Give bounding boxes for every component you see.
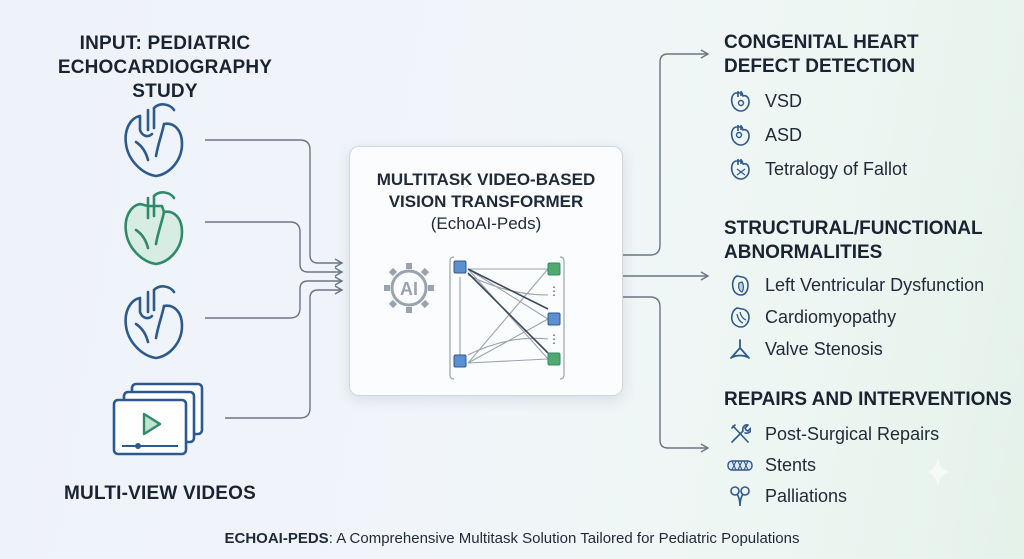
ai-gear-icon: AI <box>384 263 434 313</box>
valve-icon <box>727 337 753 361</box>
shunt-icon <box>727 484 753 508</box>
node-green <box>547 262 561 276</box>
sparkle-icon <box>926 458 950 486</box>
list-item-stents: Stents <box>727 453 816 477</box>
heart-icon <box>727 89 753 113</box>
list-item-valve-stenosis: Valve Stenosis <box>727 337 883 361</box>
list-item-palliations: Palliations <box>727 484 847 508</box>
list-item-post-surgical: Post-Surgical Repairs <box>727 422 939 446</box>
list-item-vsd: VSD <box>727 89 802 113</box>
videos-label: MULTI-VIEW VIDEOS <box>64 483 256 504</box>
input-title: INPUT: PEDIATRIC ECHOCARDIOGRAPHY STUDY <box>57 33 273 102</box>
stent-icon <box>727 453 753 477</box>
section-heading-repairs: REPAIRS AND INTERVENTIONS <box>724 389 1012 410</box>
model-card: MULTITASK VIDEO-BASED VISION TRANSFORMER… <box>349 146 623 396</box>
list-item-lv-dysfunction: Left Ventricular Dysfunction <box>727 273 984 297</box>
wire-heart-3 <box>205 276 344 319</box>
section-heading-structural: STRUCTURAL/FUNCTIONAL ABNORMALITIES <box>724 218 983 263</box>
wire-heart-1 <box>205 139 344 268</box>
section-heading-chd: CONGENITAL HEART DEFECT DETECTION <box>724 32 919 77</box>
list-item-tof: Tetralogy of Fallot <box>727 157 907 181</box>
node-blue <box>453 260 467 274</box>
list-item-asd: ASD <box>727 123 802 147</box>
node-blue <box>453 354 467 368</box>
ai-gear-text: AI <box>400 279 418 299</box>
heart-icon <box>124 103 184 178</box>
list-item-cardiomyopathy: Cardiomyopathy <box>727 305 896 329</box>
node-blue <box>547 312 561 326</box>
heart-icon <box>727 123 753 147</box>
heart-icon <box>727 157 753 181</box>
wire-heart-2 <box>205 221 344 277</box>
model-title: MULTITASK VIDEO-BASED VISION TRANSFORMER… <box>376 170 596 233</box>
heart-icon <box>124 285 184 360</box>
wire-out-3 <box>622 296 710 453</box>
ventricle-icon <box>727 273 753 297</box>
wire-out-1 <box>622 49 710 256</box>
heart-icon-green <box>124 191 184 266</box>
attention-graph: ⋮ ⋮ <box>449 256 565 380</box>
ellipsis: ⋮ <box>548 332 560 346</box>
ellipsis: ⋮ <box>548 284 560 298</box>
figure-caption: ECHOAI-PEDS: A Comprehensive Multitask S… <box>224 530 800 547</box>
node-green <box>547 352 561 366</box>
tools-icon <box>727 422 753 446</box>
heart-muscle-icon <box>727 305 753 329</box>
wire-videos <box>225 285 344 419</box>
video-stack-icon <box>112 382 204 456</box>
